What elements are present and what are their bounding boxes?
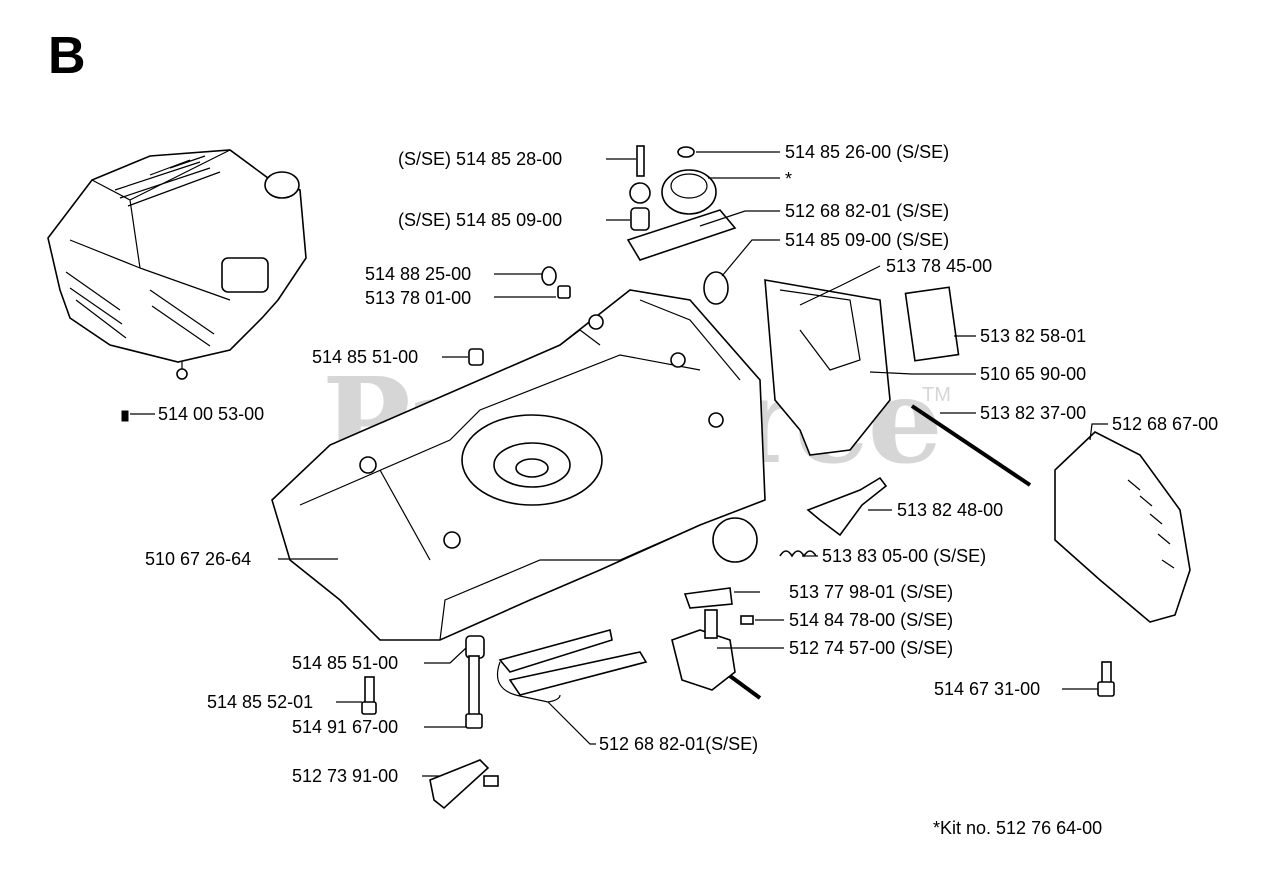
callout-label: 513 77 98-01 (S/SE) [789, 582, 954, 602]
kit-note: *Kit no. 512 76 64-00 [933, 818, 1103, 838]
callout-label: (S/SE) 514 85 28-00 [398, 149, 563, 169]
callout-label: 514 85 51-00 [292, 653, 399, 673]
callout-label: 514 91 67-00 [292, 717, 399, 737]
callout-label: (S/SE) 514 85 09-00 [398, 210, 563, 230]
callout-label: 514 88 25-00 [365, 264, 472, 284]
small-parts-illustration [121, 145, 1115, 810]
rear-flap-illustration [764, 279, 891, 456]
callout-label: 514 00 53-00 [158, 404, 265, 424]
callout-label: 512 68 67-00 [1112, 414, 1219, 434]
callout-label: 513 82 37-00 [980, 403, 1087, 423]
section-letter: B [48, 27, 86, 85]
callout-label: 513 82 48-00 [897, 500, 1004, 520]
callout-label: * [785, 169, 793, 189]
mower-deck-illustration [271, 289, 766, 641]
callout-label: 513 82 58-01 [980, 326, 1087, 346]
callout-label: 510 65 90-00 [980, 364, 1087, 384]
side-guard-illustration [1054, 431, 1191, 623]
callout-label: 514 85 51-00 [312, 347, 419, 367]
callout-label: 514 85 52-01 [207, 692, 314, 712]
leader-lines [130, 151, 1108, 777]
callout-label: 512 68 82-01 (S/SE) [785, 201, 950, 221]
callout-label: 512 68 82-01(S/SE) [599, 734, 759, 754]
callout-label: 513 83 05-00 (S/SE) [822, 546, 987, 566]
callout-label: 514 67 31-00 [934, 679, 1041, 699]
engine-illustration [47, 149, 307, 380]
callout-label: 514 85 09-00 (S/SE) [785, 230, 950, 250]
callout-label: 510 67 26-64 [145, 549, 252, 569]
callout-label: 513 78 01-00 [365, 288, 472, 308]
callout-label: 514 84 78-00 (S/SE) [789, 610, 954, 630]
callout-label: 514 85 26-00 (S/SE) [785, 142, 950, 162]
watermark-trademark: TM [922, 384, 951, 406]
callout-label: 512 74 57-00 (S/SE) [789, 638, 954, 658]
callout-label: 512 73 91-00 [292, 766, 399, 786]
callout-label: 513 78 45-00 [886, 256, 993, 276]
